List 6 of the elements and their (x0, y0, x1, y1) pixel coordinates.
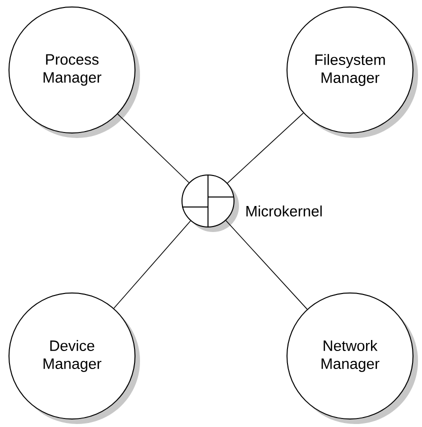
connector-line (117, 114, 190, 184)
connector-line (226, 220, 308, 310)
kernel-symbol (182, 174, 239, 232)
connector-line (113, 220, 191, 309)
node-label: Microkernel (246, 206, 322, 216)
connector-line (227, 112, 304, 184)
